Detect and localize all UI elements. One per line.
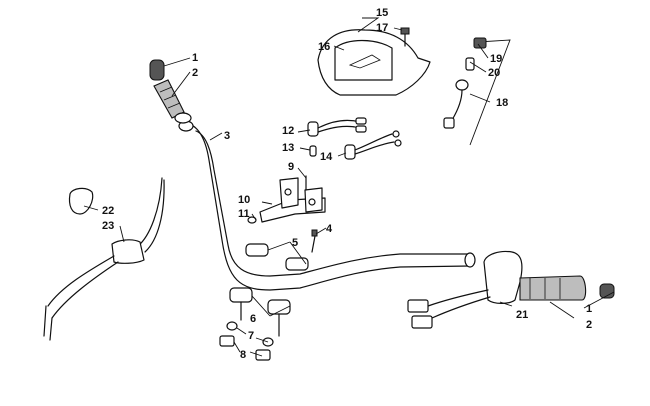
callout-1-left: 1: [192, 52, 198, 64]
instrument-display: [334, 39, 393, 81]
leader-lines: [83, 17, 615, 357]
left-grip-sleeve: [153, 79, 185, 119]
grip-heater-wires: [307, 117, 402, 160]
callout-14: 14: [320, 151, 333, 163]
riser-assembly: [219, 287, 291, 361]
callout-23: 23: [102, 220, 114, 232]
callout-4: 4: [326, 223, 333, 235]
right-bar-end-cap: [599, 283, 615, 299]
right-grip-sleeve: [519, 275, 587, 301]
throttle-assembly: [43, 177, 165, 341]
callout-3: 3: [224, 130, 230, 142]
callout-5: 5: [292, 237, 298, 249]
pod-screw: [400, 27, 410, 35]
callout-2-right: 2: [586, 319, 592, 331]
callout-20: 20: [488, 67, 500, 79]
callout-11: 11: [238, 208, 250, 220]
callout-22: 22: [102, 205, 114, 217]
callout-2-left: 2: [192, 67, 198, 79]
left-grip: [149, 59, 192, 124]
handlebar: [178, 120, 476, 291]
callout-16: 16: [318, 41, 330, 53]
left-bar-end-cap: [149, 59, 165, 81]
callout-9: 9: [288, 161, 294, 173]
throttle-control-block: [111, 239, 145, 264]
callout-6: 6: [250, 313, 256, 325]
callout-13: 13: [282, 142, 294, 154]
upper-clamps: [245, 229, 318, 271]
right-switch-housing: [483, 250, 523, 304]
callout-19: 19: [490, 53, 502, 65]
callout-15: 15: [376, 7, 388, 19]
right-grip: [407, 250, 615, 329]
callout-10: 10: [238, 194, 250, 206]
callout-8: 8: [240, 349, 246, 361]
instrument-pod: [317, 27, 431, 96]
callout-21: 21: [516, 309, 528, 321]
callout-7: 7: [248, 330, 254, 342]
harness-switch-cap: [473, 37, 487, 49]
callout-1-right: 1: [586, 303, 592, 315]
mounting-bracket: [247, 175, 326, 224]
callout-17: 17: [376, 22, 388, 34]
callout-18: 18: [496, 97, 508, 109]
callout-12: 12: [282, 125, 294, 137]
callout-labels: 1 2 3 4 5 6 7 8 9 10 11 12 13 14 15 16 1…: [102, 7, 592, 361]
